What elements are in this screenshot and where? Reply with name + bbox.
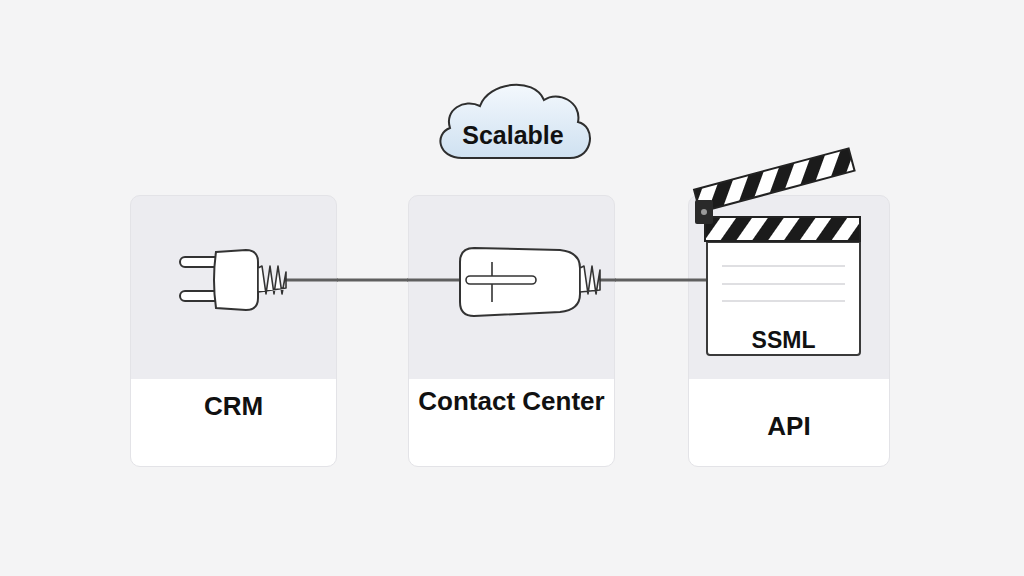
plug-prong: [180, 257, 222, 267]
plug-prong: [180, 291, 222, 301]
board-line: [722, 265, 845, 267]
clapper-hinge: [695, 200, 713, 224]
clapper-bar: [705, 217, 860, 241]
adapter-body: [460, 248, 580, 316]
clapperboard-slate: SSML: [706, 241, 861, 356]
clapperboard-icon: [694, 148, 860, 301]
adapter-seam: [491, 262, 493, 302]
cord-wire: [285, 279, 338, 282]
cable-connector: [615, 279, 706, 282]
card-label: API: [689, 411, 889, 441]
system-card: API SSML: [688, 195, 890, 467]
slate-label: SSML: [708, 327, 859, 353]
adapter-slot: [466, 276, 536, 284]
cloud-label: Scalable: [430, 120, 596, 150]
clapper-arm: [694, 148, 855, 212]
cord-wire: [598, 279, 616, 282]
plug-icon: [180, 250, 338, 310]
board-line: [722, 283, 845, 285]
cloud-badge: Scalable: [430, 72, 596, 164]
system-card: Contact Center: [408, 195, 615, 467]
cord-wire: [407, 279, 470, 282]
adapter-icon: [407, 248, 616, 316]
hinge-pin: [701, 209, 707, 215]
plug-body: [214, 250, 258, 310]
cable-connector: [337, 279, 408, 282]
cloud-outline: [430, 72, 596, 164]
card-label: Contact Center: [409, 386, 614, 416]
board-line: [722, 300, 845, 302]
system-card: CRM: [130, 195, 337, 467]
card-label: CRM: [131, 391, 336, 421]
strain-relief: [580, 266, 600, 294]
strain-relief: [258, 266, 286, 294]
